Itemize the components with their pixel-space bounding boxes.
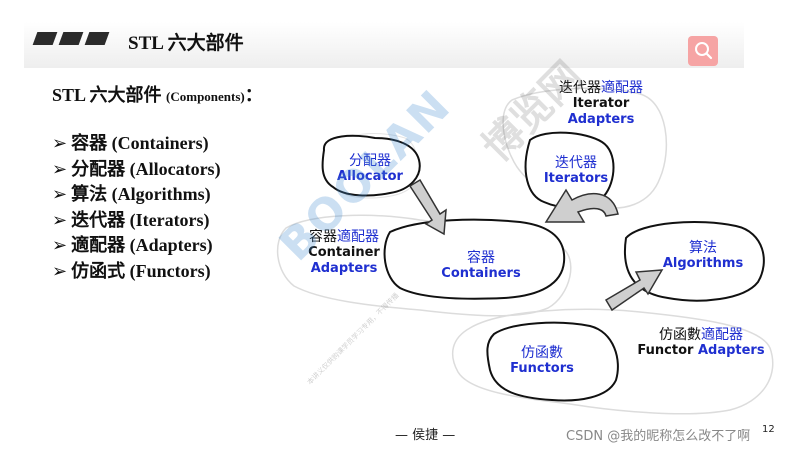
slide-title: STL 六大部件 <box>128 33 244 54</box>
algorithms-node: 算法 Algorithms <box>658 240 748 272</box>
iterator-adapters-cloud <box>502 87 668 209</box>
allocator-to-container-arrow <box>408 178 447 236</box>
iterators-en: Iterators <box>543 171 609 186</box>
functor-adapters-cloud <box>451 308 774 415</box>
functor-adapters-node: 仿函數適配器 Functor Adapters <box>636 327 766 359</box>
footer-author: — 侯捷 — <box>395 428 456 443</box>
heading-colon: ： <box>244 85 263 105</box>
algorithms-cn: 算法 <box>689 240 717 256</box>
components-list: ➢容器 (Containers) ➢分配器 (Allocators) ➢算法 (… <box>52 131 221 285</box>
list-item-text: 仿函式 (Functors) <box>71 260 211 281</box>
heading-main: STL 六大部件 <box>52 85 162 105</box>
algorithms-en: Algorithms <box>662 256 744 271</box>
functors-cn: 仿函數 <box>521 345 563 361</box>
list-item-text: 容器 (Containers) <box>71 133 209 153</box>
list-item-text: 分配器 (Allocators) <box>71 158 221 179</box>
bullet-icon: ➢ <box>52 133 68 153</box>
bullet-icon: ➢ <box>52 235 68 256</box>
iterator-adapters-cn-a: 迭代器 <box>559 80 601 96</box>
heading-paren: (Components) <box>166 89 245 104</box>
page-number: 12 <box>762 424 775 435</box>
iterator-curved-arrow <box>544 188 619 223</box>
functor-adapters-en-a: Functor <box>637 343 694 358</box>
iterator-adapters-cn-b: 適配器 <box>601 80 643 96</box>
iterator-adapters-node: 迭代器適配器 Iterator Adapters <box>536 80 666 128</box>
search-icon <box>695 42 713 60</box>
bullet-icon: ➢ <box>52 158 68 179</box>
list-item-text: 迭代器 (Iterators) <box>71 209 210 230</box>
container-adapters-cn-a: 容器 <box>309 229 337 245</box>
bullet-icon: ➢ <box>52 209 68 230</box>
containers-cloud <box>383 218 566 300</box>
functor-adapters-en-b: Adapters <box>697 343 765 358</box>
allocator-node: 分配器 Allocator <box>330 153 410 185</box>
iterators-cn: 迭代器 <box>555 155 597 171</box>
functors-cloud <box>486 321 619 402</box>
iterator-adapters-en-b: Adapters <box>567 112 635 127</box>
container-adapters-node: 容器適配器 Container Adapters <box>302 229 386 277</box>
containers-node: 容器 Containers <box>436 250 526 282</box>
algorithms-arrow <box>604 269 664 312</box>
container-adapters-cloud <box>276 214 572 317</box>
list-item: ➢適配器 (Adapters) <box>52 233 221 259</box>
functor-adapters-cn-b: 適配器 <box>701 327 743 343</box>
bullet-icon: ➢ <box>52 260 68 281</box>
container-adapters-en-b: Adapters <box>310 261 378 276</box>
list-item: ➢仿函式 (Functors) <box>52 259 221 285</box>
iterators-node: 迭代器 Iterators <box>536 155 616 187</box>
container-adapters-en-a: Container <box>308 245 380 260</box>
search-button[interactable] <box>688 36 718 66</box>
list-item: ➢容器 (Containers) <box>52 131 221 157</box>
containers-en: Containers <box>441 266 521 281</box>
list-item-text: 算法 (Algorithms) <box>71 184 211 205</box>
list-item: ➢分配器 (Allocators) <box>52 157 221 183</box>
functor-adapters-cn-a: 仿函數 <box>659 327 701 343</box>
csdn-credit: CSDN @我的昵称怎么改不了啊 <box>566 429 751 444</box>
bullet-icon: ➢ <box>52 184 68 205</box>
list-item: ➢算法 (Algorithms) <box>52 182 221 208</box>
container-adapters-cn-b: 適配器 <box>337 229 379 245</box>
allocator-cloud <box>321 134 421 197</box>
list-item-text: 適配器 (Adapters) <box>71 235 213 256</box>
functors-node: 仿函數 Functors <box>500 345 584 377</box>
containers-cn: 容器 <box>467 250 495 266</box>
list-item: ➢迭代器 (Iterators) <box>52 208 221 234</box>
header-band <box>24 22 744 68</box>
section-heading: STL 六大部件 (Components)： <box>52 81 263 107</box>
allocator-cn: 分配器 <box>349 153 391 169</box>
iterator-adapters-en-a: Iterator <box>572 96 630 111</box>
functors-en: Functors <box>510 361 574 376</box>
allocator-en: Allocator <box>337 169 403 184</box>
